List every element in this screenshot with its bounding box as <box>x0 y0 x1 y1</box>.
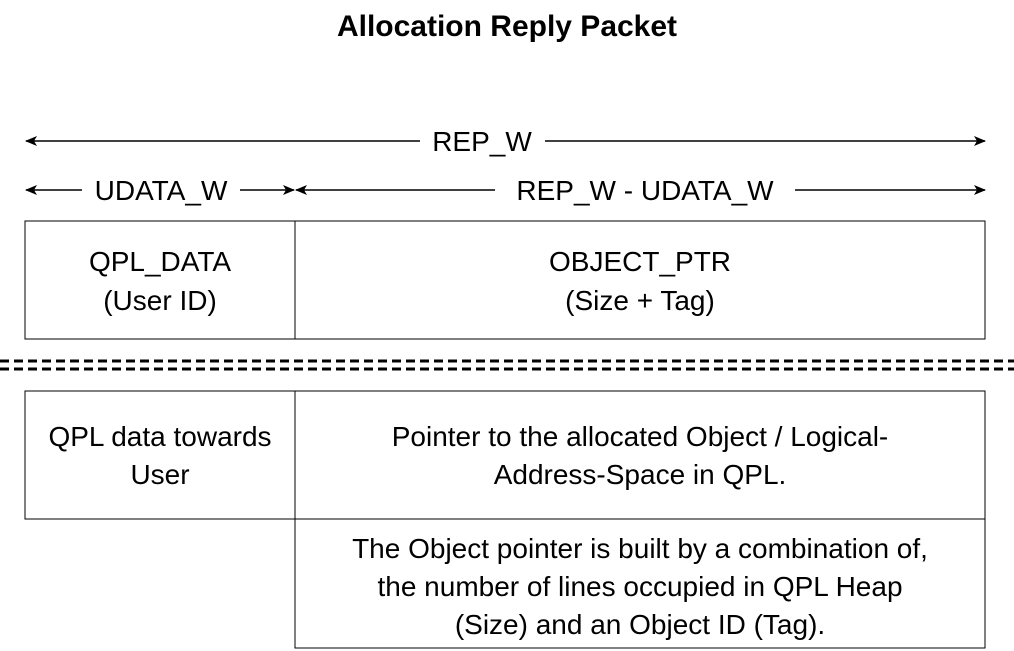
rep-w-label: REP_W <box>432 126 532 157</box>
object-ptr-description-box <box>294 390 986 520</box>
object-ptr-description-line1: Pointer to the allocated Object / Logica… <box>392 421 889 452</box>
note-line2: the number of lines occupied in QPL Heap <box>377 571 902 602</box>
udata-w-label: UDATA_W <box>95 175 228 206</box>
packet-fields: QPL_DATA (User ID) OBJECT_PTR (Size + Ta… <box>24 220 986 340</box>
object-ptr-field-subtitle: (Size + Tag) <box>565 285 715 316</box>
qpl-data-description-line1: QPL data towards <box>48 421 271 452</box>
diagram-title: Allocation Reply Packet <box>337 10 677 43</box>
rep-w-dimension: REP_W <box>25 126 986 157</box>
udata-w-dimension: UDATA_W <box>25 175 295 206</box>
dashed-separator <box>0 359 1014 371</box>
qpl-data-field-name: QPL_DATA <box>89 246 231 277</box>
object-ptr-field-box <box>294 220 986 340</box>
qpl-data-description-box <box>24 390 296 520</box>
qpl-data-field-subtitle: (User ID) <box>103 285 217 316</box>
qpl-data-description-line2: User <box>130 459 189 490</box>
note-line3: (Size) and an Object ID (Tag). <box>455 609 825 640</box>
note-line1: The Object pointer is built by a combina… <box>352 533 928 564</box>
qpl-data-field-box <box>24 220 296 340</box>
rest-w-label: REP_W - UDATA_W <box>516 175 774 206</box>
rest-w-dimension: REP_W - UDATA_W <box>295 175 986 206</box>
object-ptr-field-name: OBJECT_PTR <box>549 246 731 277</box>
note-box <box>294 518 986 649</box>
object-pointer-note: The Object pointer is built by a combina… <box>294 518 986 649</box>
object-ptr-description-line2: Address-Space in QPL. <box>494 459 787 490</box>
field-descriptions: QPL data towards User Pointer to the all… <box>24 390 986 520</box>
